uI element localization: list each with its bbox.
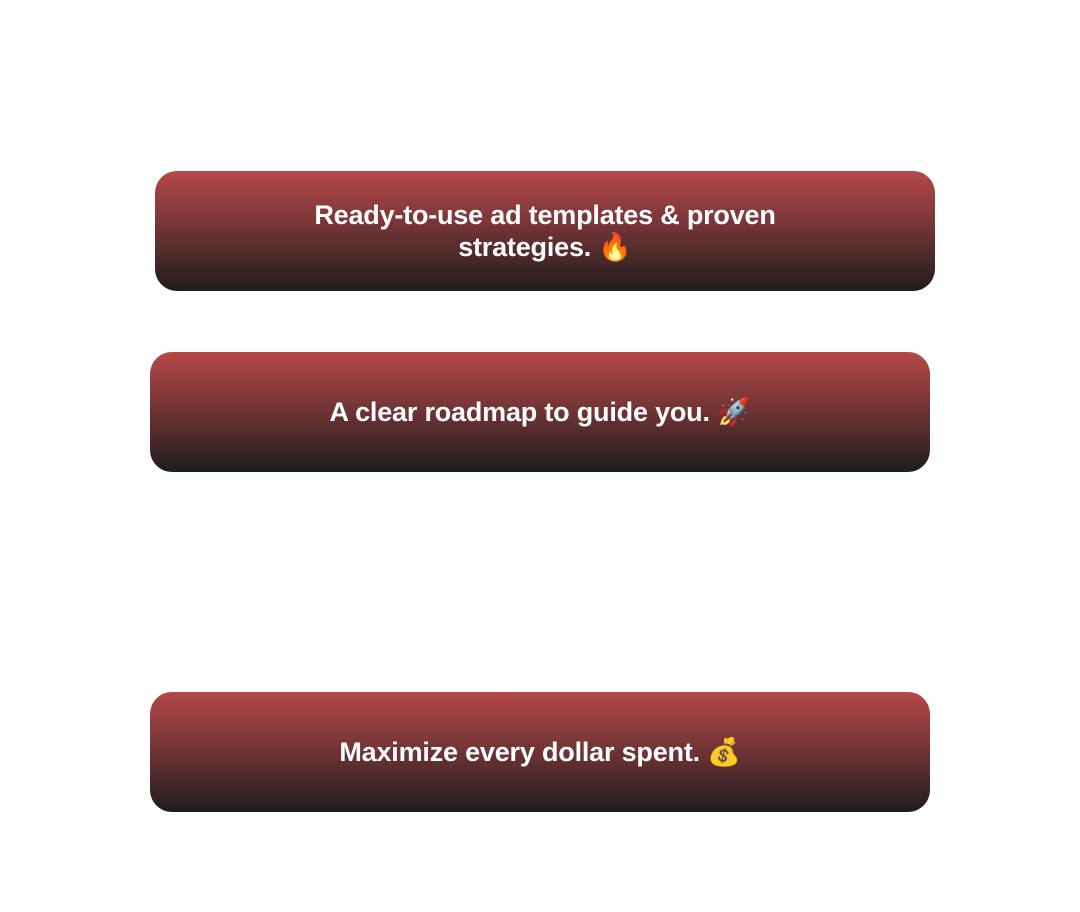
feature-card-roadmap: A clear roadmap to guide you. 🚀 bbox=[150, 352, 930, 472]
feature-card-budget: Maximize every dollar spent. 💰 bbox=[150, 692, 930, 812]
feature-card-text: Ready-to-use ad templates & proven strat… bbox=[314, 200, 776, 262]
feature-card-text: Maximize every dollar spent. 💰 bbox=[339, 737, 741, 767]
feature-card-templates: Ready-to-use ad templates & proven strat… bbox=[155, 171, 935, 291]
feature-card-text: A clear roadmap to guide you. 🚀 bbox=[329, 397, 751, 427]
